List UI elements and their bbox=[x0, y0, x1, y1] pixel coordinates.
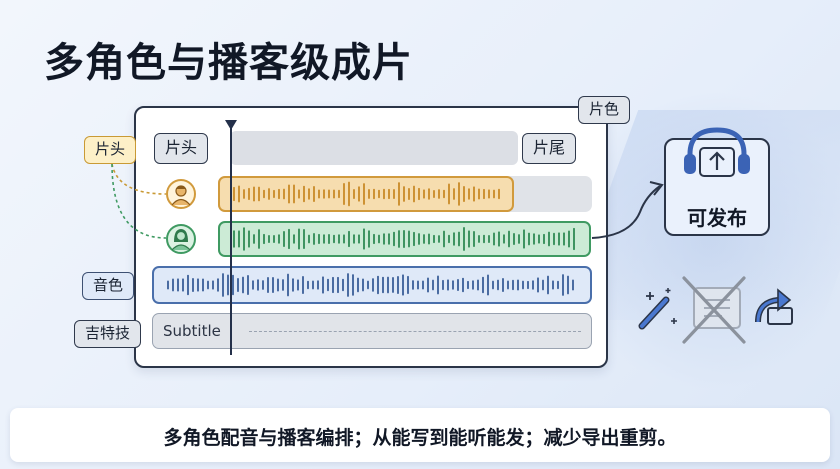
page-title: 多角色与播客级成片 bbox=[44, 40, 413, 86]
side-label-guitar[interactable]: 吉特技 bbox=[74, 320, 142, 348]
waveform-green-graphic bbox=[233, 227, 575, 251]
arrow-head bbox=[649, 181, 664, 196]
intro-track[interactable] bbox=[230, 131, 518, 165]
speaker-2-waveform[interactable] bbox=[218, 221, 591, 257]
outro-clip[interactable]: 片尾 bbox=[522, 133, 577, 164]
speaker-2-avatar[interactable] bbox=[166, 224, 196, 254]
redo-arrow-icon[interactable] bbox=[755, 288, 793, 325]
footer-caption-box: 多角色配音与播客编排；从能写到能听能发；减少导出重剪。 bbox=[10, 408, 830, 462]
intro-clip[interactable]: 片头 bbox=[154, 133, 209, 164]
magic-wand-icon[interactable] bbox=[638, 288, 677, 330]
waveform-orange-graphic bbox=[233, 181, 500, 207]
person-female-icon bbox=[171, 229, 191, 251]
publish-card[interactable]: 可发布 bbox=[664, 127, 770, 236]
person-male-icon bbox=[171, 185, 191, 206]
side-label-intro[interactable]: 片头 bbox=[84, 136, 137, 164]
speaker-1-waveform[interactable] bbox=[218, 176, 514, 212]
arrow-to-publish bbox=[591, 185, 661, 239]
connector-intro-speaker2 bbox=[111, 163, 167, 239]
subtitle-label: Subtitle bbox=[163, 322, 221, 340]
headphones-upload-icon bbox=[684, 127, 750, 177]
subtitle-track[interactable]: Subtitle bbox=[152, 313, 592, 349]
publish-label: 可发布 bbox=[687, 206, 747, 230]
playhead[interactable] bbox=[230, 124, 232, 355]
speaker-1-avatar[interactable] bbox=[166, 179, 196, 209]
footer-caption: 多角色配音与播客编排；从能写到能听能发；减少导出重剪。 bbox=[163, 427, 677, 449]
playhead-handle[interactable] bbox=[225, 120, 237, 130]
color-tag[interactable]: 片色 bbox=[578, 96, 631, 124]
export-file-icon-crossed bbox=[682, 276, 746, 344]
waveform-blue-graphic bbox=[167, 273, 574, 297]
timbre-waveform[interactable] bbox=[152, 266, 592, 304]
subtitle-placeholder-line bbox=[249, 331, 581, 332]
side-label-timbre[interactable]: 音色 bbox=[82, 272, 135, 300]
